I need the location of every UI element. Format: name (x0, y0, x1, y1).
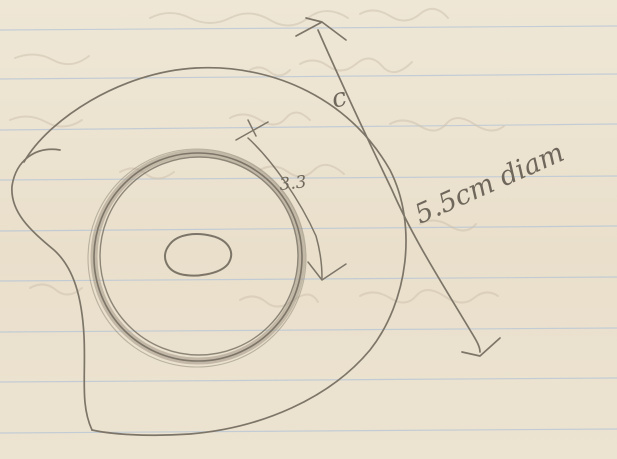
inner-top-tick-icon (236, 120, 268, 140)
inner-ring-label: 3.3 (278, 172, 307, 195)
inner-dimension-arrow (236, 120, 346, 280)
bottom-arrowhead-icon (462, 338, 500, 356)
inner-ring (88, 149, 306, 367)
inner-bottom-arrowhead-icon (308, 262, 346, 280)
outer-radius-label: c (328, 82, 350, 115)
outer-diameter-label: 5.5cm diam (410, 137, 569, 230)
ruled-lines (0, 26, 617, 433)
center-hole-icon (165, 234, 231, 275)
